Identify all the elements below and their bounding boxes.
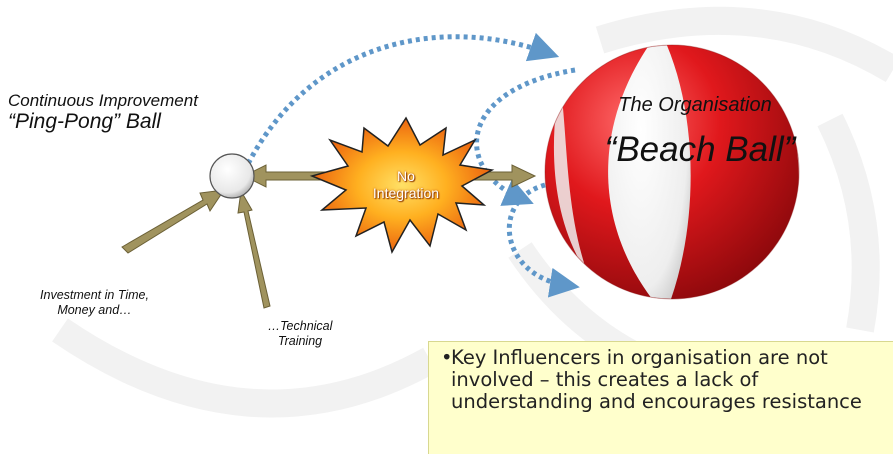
burst-label-line1: No xyxy=(397,168,415,184)
dotted-blue-arrows xyxy=(235,32,580,298)
note-bullet: • xyxy=(441,346,453,369)
top-dotted-arrow xyxy=(235,32,560,186)
technical-label-line1: …Technical xyxy=(267,319,333,333)
burst-label-line2: Integration xyxy=(372,185,440,201)
key-influencers-note: • Key Influencers in organisation are no… xyxy=(428,341,893,454)
investment-label-line1: Investment in Time, xyxy=(40,288,149,302)
organisation-label-line2: “Beach Ball” xyxy=(604,130,796,169)
no-integration-burst xyxy=(309,116,495,254)
ping-pong-ball xyxy=(209,153,255,199)
lower-dotted-arrow xyxy=(506,182,580,298)
technical-label-line2: Training xyxy=(277,334,323,348)
investment-arrow xyxy=(121,189,226,254)
inner-dotted-arrow xyxy=(474,67,576,206)
ping-pong-title-line1: Continuous Improvement xyxy=(8,91,198,110)
beach-ball xyxy=(544,44,800,300)
note-text: Key Influencers in organisation are not … xyxy=(451,346,862,413)
technical-training-arrow xyxy=(237,189,271,309)
organisation-label-line1: The Organisation xyxy=(618,94,772,116)
ping-pong-title-line2: “Ping-Pong” Ball xyxy=(8,110,161,133)
investment-label-line2: Money and… xyxy=(57,303,132,317)
